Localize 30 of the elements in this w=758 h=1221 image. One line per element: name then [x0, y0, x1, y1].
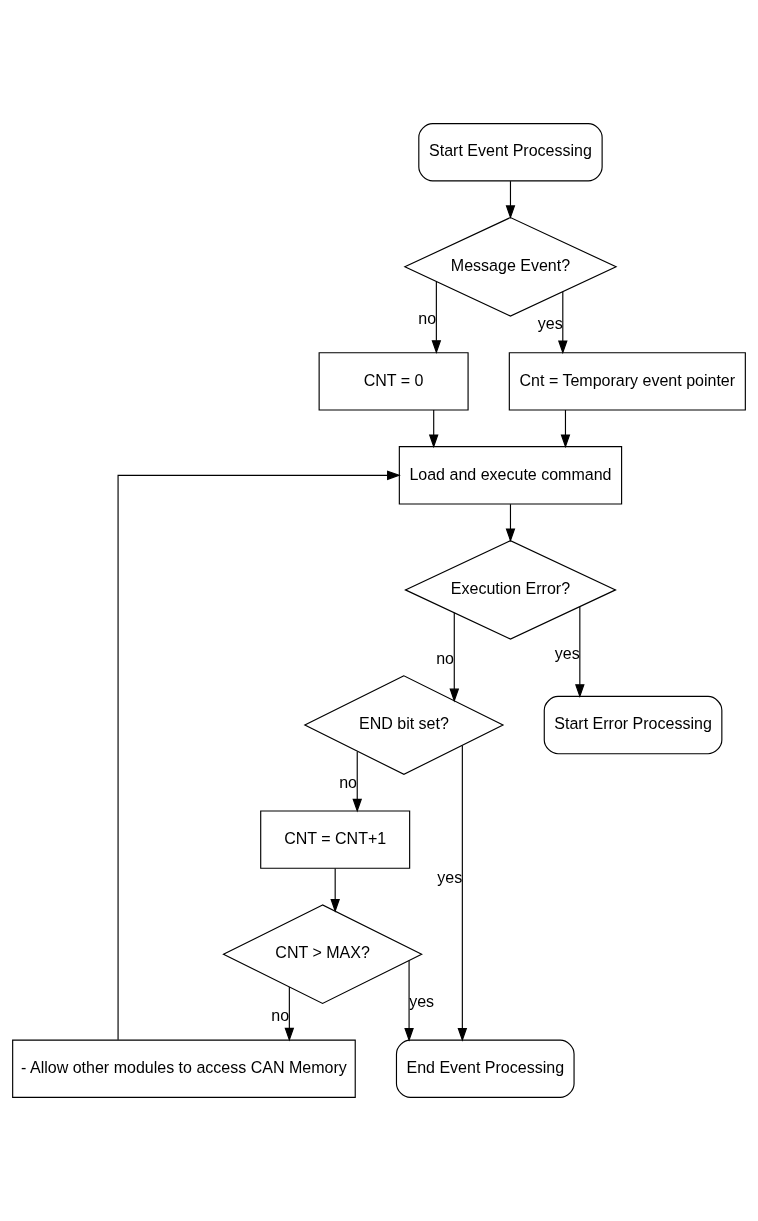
edge-label: no: [271, 1005, 290, 1024]
arrow: [457, 744, 468, 1042]
arrow: [404, 960, 414, 1042]
arrow: [330, 867, 340, 913]
node-box: Start Event Processing: [418, 123, 603, 182]
node-box: - Allow other modules to access CAN Memory: [12, 1039, 356, 1098]
arrow: [557, 291, 568, 355]
arrow: [560, 409, 571, 449]
node-diamond: END bit set?: [303, 675, 505, 775]
arrow: [431, 281, 442, 354]
arrow: [449, 612, 460, 703]
edge-label: yes: [537, 314, 563, 333]
arrow: [575, 606, 585, 699]
arrow: [505, 180, 516, 220]
node-box: End Event Processing: [395, 1039, 575, 1098]
arrow: [117, 470, 401, 1041]
node-box: CNT = CNT+1: [260, 810, 411, 869]
node-diamond: Execution Error?: [404, 539, 617, 640]
node-box: Start Error Processing: [543, 695, 723, 755]
arrow: [284, 986, 295, 1042]
arrow: [505, 503, 516, 543]
edge-label: yes: [554, 643, 580, 662]
edge-label: no: [339, 773, 357, 792]
node-box: CNT = 0: [318, 352, 469, 411]
edge-label: yes: [437, 867, 463, 886]
arrow: [352, 751, 363, 813]
node-box: Load and execute command: [398, 446, 623, 505]
edge-label: no: [436, 648, 455, 667]
arrow: [428, 409, 439, 449]
node-box: Cnt = Temporary event pointer: [508, 352, 746, 411]
